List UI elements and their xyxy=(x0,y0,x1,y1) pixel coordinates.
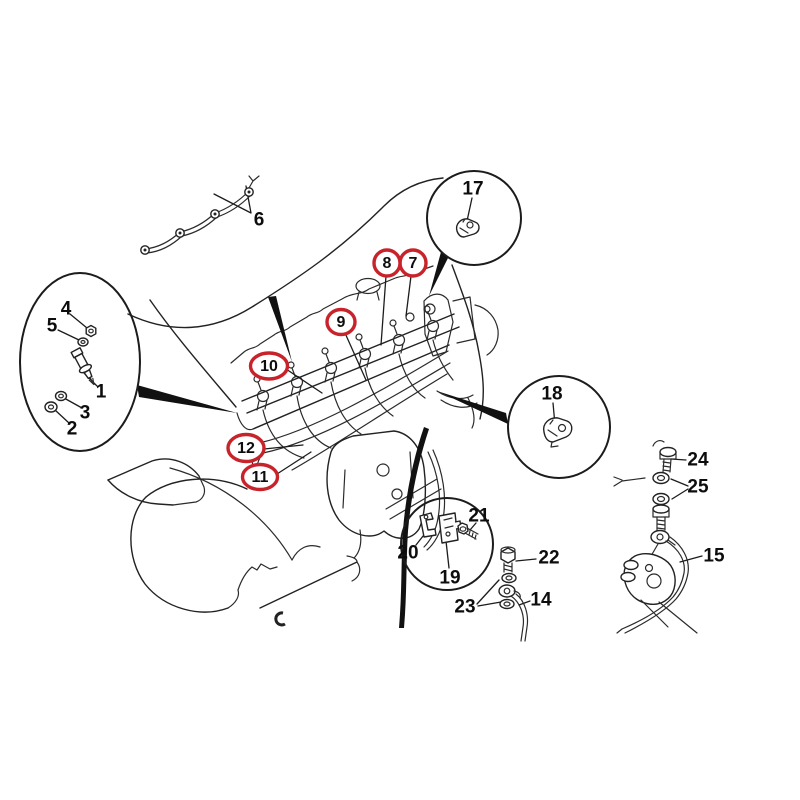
injector-rail xyxy=(241,313,460,430)
bolt-part-24 xyxy=(659,446,677,473)
callout-number-12: 12 xyxy=(237,440,255,457)
callout-number-9: 9 xyxy=(337,314,346,331)
banjo-fitting-14 xyxy=(498,584,521,599)
callout-ring-8 xyxy=(372,248,402,278)
nut-part-2 xyxy=(44,401,58,413)
washer-part-25a xyxy=(652,471,670,485)
wedge-from-injector-detail xyxy=(137,385,237,413)
pipe-part-14 xyxy=(510,593,529,642)
circled-callout-10: 10 xyxy=(248,351,290,381)
detail-circle-injector-detail xyxy=(19,272,141,452)
callout-number-21: 21 xyxy=(468,506,490,527)
callout-ring-10 xyxy=(248,351,290,381)
callout-number-8: 8 xyxy=(383,255,392,272)
detail-circle-clamp-17-detail xyxy=(426,170,522,266)
callout-number-18: 18 xyxy=(541,384,562,405)
pump-bracket xyxy=(620,552,676,606)
callout-number-24: 24 xyxy=(687,450,709,471)
wedge-from-clamp-18 xyxy=(437,391,508,424)
circled-callout-7: 7 xyxy=(398,248,428,278)
callout-number-1: 1 xyxy=(96,382,107,403)
banjo-fitting-15 xyxy=(650,529,676,557)
clamp-part-18 xyxy=(543,417,573,448)
bolt-24-25-pipe-15-parts xyxy=(613,440,698,634)
engine-top-arc xyxy=(127,177,444,329)
callout-number-14: 14 xyxy=(530,590,552,611)
injector-detail-parts xyxy=(44,324,97,413)
washer-part-5 xyxy=(77,337,89,347)
callout-ring-11 xyxy=(240,462,280,492)
circled-callout-12: 12 xyxy=(226,432,266,464)
callout-number-10: 10 xyxy=(260,358,278,375)
washer-part-23b xyxy=(499,598,515,610)
washer-part-23a xyxy=(501,572,517,584)
detail-circle-layer xyxy=(19,170,611,591)
pipe-part-15 xyxy=(621,536,689,634)
washer-part-25b xyxy=(652,492,670,506)
fork-fitting xyxy=(613,476,646,487)
circled-callout-8: 8 xyxy=(372,248,402,278)
callout-number-15: 15 xyxy=(703,546,725,567)
injection-pump xyxy=(326,430,446,559)
wedge-from-clip-detail xyxy=(399,427,429,628)
callout-number-6: 6 xyxy=(254,210,265,231)
fuel-line-part-6 xyxy=(140,175,260,255)
oil-filler-cap xyxy=(355,277,381,301)
detail-circle-clamp-18-detail xyxy=(507,375,611,479)
injector-part-1 xyxy=(70,347,95,386)
callout-number-3: 3 xyxy=(80,403,91,424)
leader-wedges xyxy=(137,252,508,628)
callout-number-20: 20 xyxy=(397,543,418,564)
clip-bolt-detail-parts xyxy=(419,512,479,544)
leader-lines xyxy=(54,185,703,607)
circled-callout-11: 11 xyxy=(240,462,280,492)
callout-ring-12 xyxy=(226,432,266,464)
circled-callout-9: 9 xyxy=(325,307,357,337)
callout-number-2: 2 xyxy=(67,419,78,440)
callout-ring-9 xyxy=(325,307,357,337)
callout-number-4: 4 xyxy=(61,299,72,320)
wedge-top-arc xyxy=(268,296,292,362)
engine-front-edge xyxy=(149,299,237,408)
callout-number-23: 23 xyxy=(454,597,475,618)
bolt-part-21 xyxy=(457,522,479,540)
clamp-part-17 xyxy=(455,218,480,238)
clip-part-20 xyxy=(419,512,437,538)
engine-block-lower xyxy=(107,412,442,627)
callout-number-17: 17 xyxy=(462,179,483,200)
nut-part-4 xyxy=(85,324,97,338)
callout-number-25: 25 xyxy=(687,477,709,498)
banjo-22-23-14-parts xyxy=(498,546,529,642)
washer-part-3 xyxy=(54,390,68,402)
callout-number-19: 19 xyxy=(439,568,460,589)
bolt-part-22 xyxy=(500,546,516,573)
banjo-bolt-15 xyxy=(652,504,670,531)
callout-number-22: 22 xyxy=(538,548,559,569)
detail-circle-clip-19-21-detail xyxy=(400,497,494,591)
callout-number-11: 11 xyxy=(252,469,269,486)
wedge-from-clamp-17 xyxy=(429,252,448,296)
callout-number-7: 7 xyxy=(409,255,418,272)
callout-number-5: 5 xyxy=(47,316,58,337)
